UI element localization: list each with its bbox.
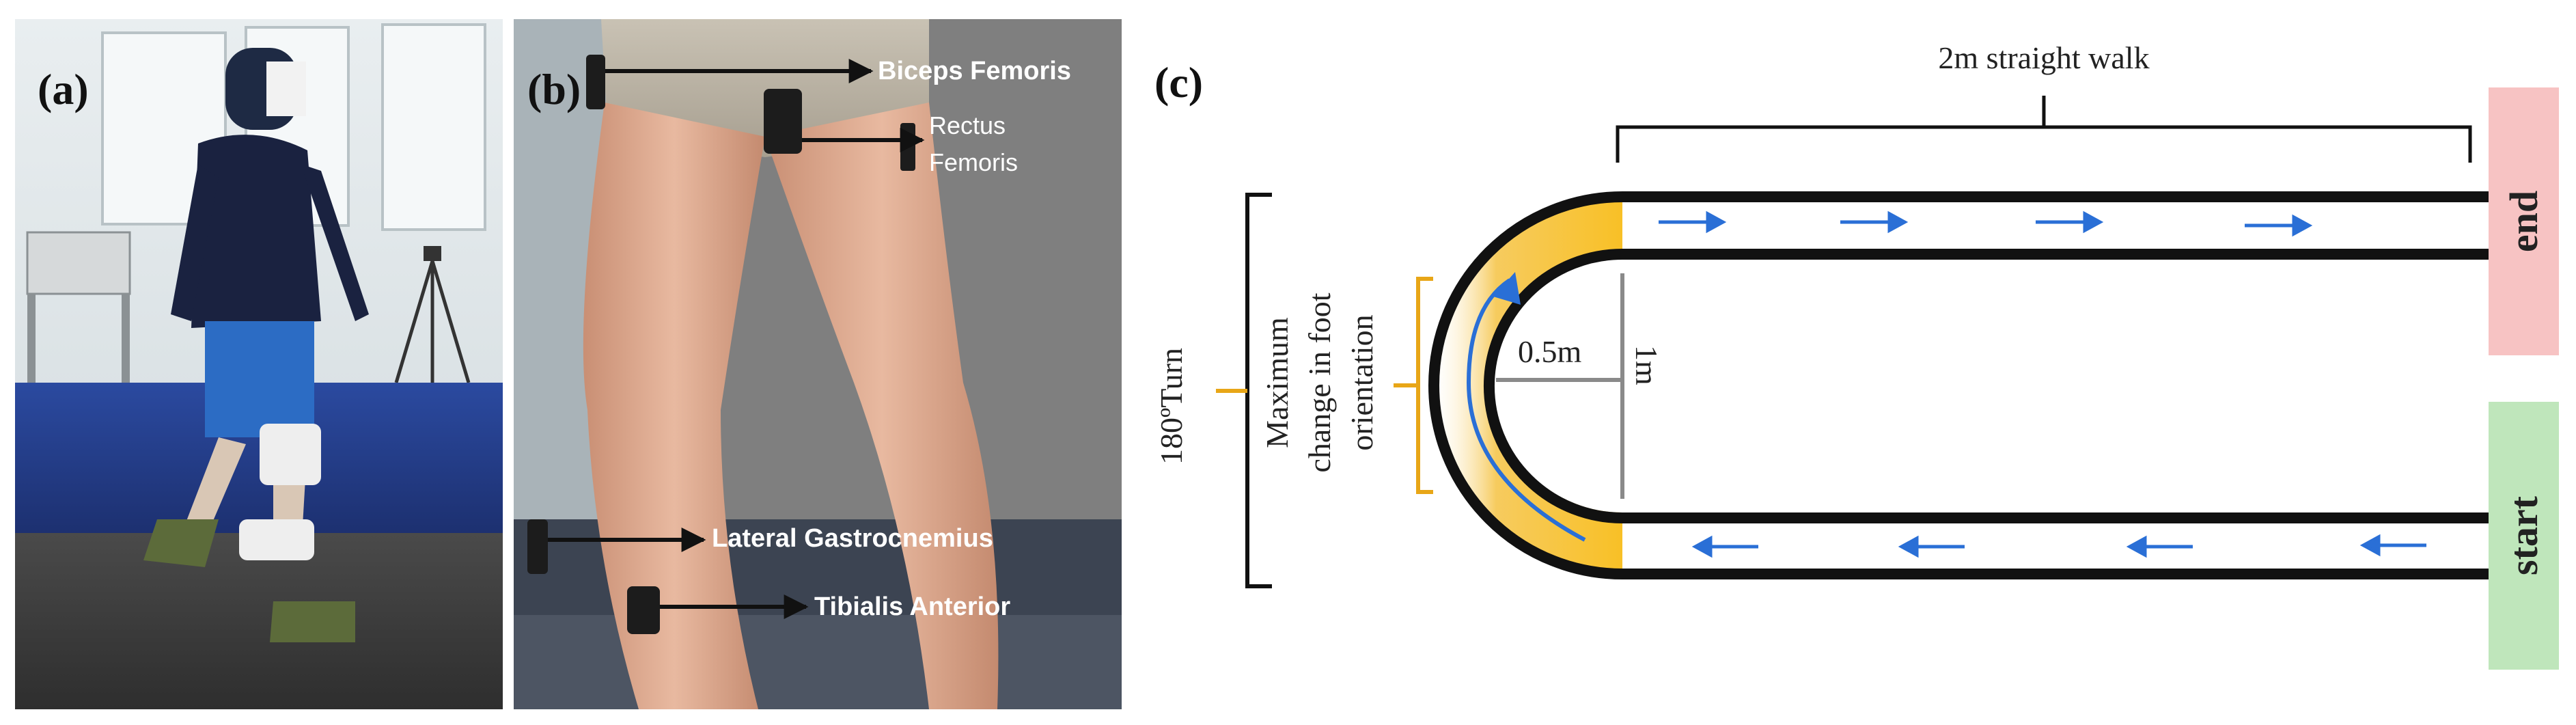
arrow-left-icon — [1691, 534, 2426, 558]
radius-0-5m-label: 0.5m — [1518, 334, 1582, 369]
straight-walk-bracket — [1616, 96, 2472, 163]
foot-orientation-line3: orientation — [1344, 314, 1379, 450]
curved-arrow-icon — [1466, 278, 1586, 542]
label-rectus-femoris-2: Femoris — [929, 148, 1018, 176]
track-inner — [1484, 249, 2500, 523]
straight-walk-label: 2m straight walk — [1938, 40, 2149, 75]
end-label: end — [2502, 191, 2546, 252]
label-biceps-femoris: Biceps Femoris — [878, 57, 1071, 85]
sensor-rectus-femoris-side — [900, 123, 915, 171]
panel-a-label: (a) — [38, 65, 89, 113]
sensor-lateral-gastrocnemius — [527, 519, 548, 574]
curved-arrow-head — [1493, 272, 1521, 305]
label-rectus-femoris-1: Rectus — [929, 111, 1006, 139]
radius-1m-label: 1m — [1629, 345, 1664, 385]
panel-a-photo — [15, 19, 503, 709]
foot-orientation-line1: Maximum — [1260, 317, 1294, 448]
turn-label: 180ºTurn — [1154, 348, 1189, 465]
end-box — [2489, 87, 2559, 355]
panel-b-photo — [514, 19, 1122, 709]
foot-orientation-bracket — [1394, 277, 1433, 494]
panel-c-label: (c) — [1154, 58, 1203, 107]
arrow-right-icon — [1659, 210, 2313, 237]
track-outer — [1428, 191, 2500, 579]
sensor-biceps-femoris — [586, 55, 605, 109]
label-lateral-gastrocnemius: Lateral Gastrocnemius — [712, 524, 993, 553]
start-label: start — [2502, 495, 2546, 575]
sensor-rectus-femoris — [764, 89, 802, 154]
start-box — [2489, 402, 2559, 670]
foot-orientation-line2: change in foot — [1302, 292, 1337, 472]
turn-highlight — [1428, 200, 1622, 571]
panel-b-label: (b) — [527, 65, 581, 113]
walking-subject — [143, 48, 369, 642]
sensor-tibialis-anterior — [627, 586, 660, 634]
label-tibialis-anterior: Tibialis Anterior — [814, 592, 1010, 621]
